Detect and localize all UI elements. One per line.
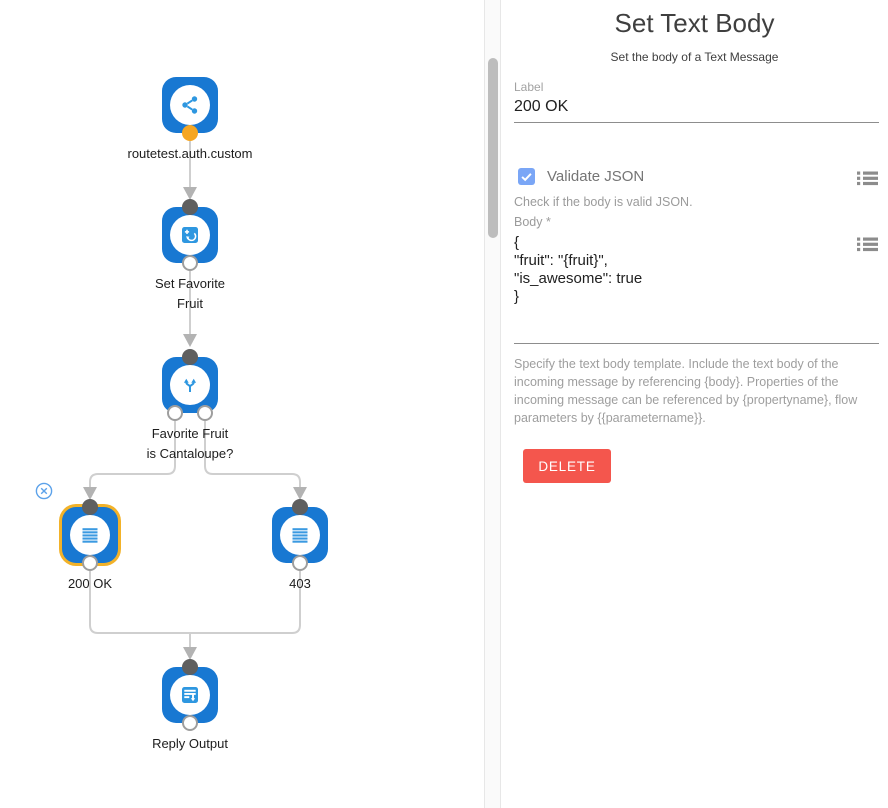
node-label: routetest.auth.custom [127,146,253,161]
checkmark-icon [521,173,532,182]
panel-title: Set Text Body [614,8,775,38]
output-port[interactable] [182,255,198,271]
label-field-underline [514,122,879,123]
validate-json-label: Validate JSON [547,168,645,185]
vertical-scrollbar-thumb[interactable] [488,58,498,238]
node-200-ok[interactable] [62,507,118,563]
node-icon-bg [170,365,210,405]
label-field-label: Label [514,80,544,94]
flow-canvas[interactable]: routetest.auth.custom Set Favorite Fruit [0,0,485,808]
text-body-icon [292,528,308,543]
body-field-help: Specify the text body template. Include … [514,357,858,425]
reply-output-icon [182,687,198,703]
node-icon-bg [170,675,210,715]
node-label: 403 [289,576,311,591]
input-port[interactable] [292,499,308,515]
output-port-right[interactable] [197,405,213,421]
node-icon-bg [170,215,210,255]
panel-subtitle: Set the body of a Text Message [610,50,779,64]
output-port[interactable] [182,715,198,731]
label-field-input[interactable]: 200 OK [514,98,569,115]
node-label: Reply Output [152,736,228,751]
input-port[interactable] [182,659,198,675]
node-icon-bg [70,515,110,555]
output-port[interactable] [292,555,308,571]
input-port[interactable] [182,349,198,365]
list-icon[interactable] [857,237,878,252]
body-field-input[interactable]: { "fruit": "{fruit}", "is_awesome": true… [514,234,643,305]
text-body-icon [82,528,98,543]
node-trigger[interactable] [162,77,218,133]
body-field-label: Body * [514,215,551,229]
close-icon[interactable] [35,482,53,500]
node-label: Set Favorite Fruit [154,276,226,311]
node-icon-bg [280,515,320,555]
validate-json-checkbox[interactable] [518,168,535,185]
widget-config-panel: Set Text Body Set the body of a Text Mes… [501,0,888,808]
body-field-underline [514,343,879,344]
validate-json-help: Check if the body is valid JSON. [514,195,693,209]
list-icon[interactable] [857,171,878,186]
input-port[interactable] [182,199,198,215]
node-split-favorite-fruit[interactable] [162,357,218,413]
trigger-output-port[interactable] [182,125,198,141]
node-icon-bg [170,85,210,125]
vertical-scrollbar-track[interactable] [484,0,501,808]
input-port[interactable] [82,499,98,515]
delete-button[interactable]: DELETE [523,449,611,483]
node-reply-output[interactable] [162,667,218,723]
node-set-favorite-fruit[interactable] [162,207,218,263]
split-icon [183,378,197,392]
share-icon [182,96,198,114]
node-label: Favorite Fruit is Cantaloupe? [146,426,234,461]
node-403[interactable] [272,507,328,563]
set-variables-icon [182,227,198,243]
flow-connectors [83,141,307,660]
output-port[interactable] [82,555,98,571]
node-label: 200 OK [67,576,113,591]
output-port-left[interactable] [167,405,183,421]
